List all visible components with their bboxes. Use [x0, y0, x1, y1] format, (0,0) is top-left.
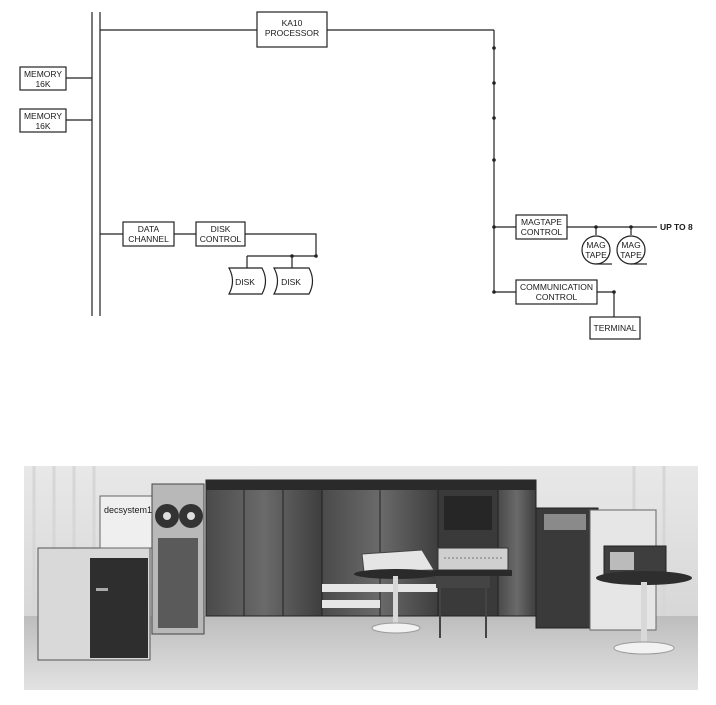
- disk-node: [314, 254, 318, 258]
- disk-node: [290, 254, 294, 258]
- disk-control-line1: DISK: [211, 224, 231, 234]
- processor-cabinet-row: [205, 479, 537, 617]
- memory-1-line1: MEMORY: [24, 69, 62, 79]
- disk-control-block: DISK CONTROL: [195, 221, 246, 247]
- disk-control-line2: CONTROL: [200, 234, 242, 244]
- memory-2-line2: 16K: [35, 121, 50, 131]
- cabinet-brand-text: decsystem10: [104, 505, 157, 515]
- memory-block-2: MEMORY 16K: [19, 108, 67, 133]
- processor-line1: KA10: [282, 18, 303, 28]
- mag-tape-1-line1: MAG: [586, 240, 605, 250]
- system-block-diagram: MEMORY 16K MEMORY 16K KA10 PROCESSOR DAT…: [19, 11, 693, 340]
- terminal-label: TERMINAL: [594, 323, 637, 333]
- processor-block: KA10 PROCESSOR: [256, 11, 328, 48]
- communication-control-block: COMMUNICATION CONTROL: [515, 279, 598, 305]
- operator-console: [432, 547, 512, 638]
- disk-unit-2: DISK: [272, 267, 314, 295]
- io-bus-node: [492, 158, 496, 162]
- mag-tape-unit-1: MAG TAPE: [581, 235, 612, 265]
- memory-block-1: MEMORY 16K: [19, 66, 67, 91]
- disk-control-to-disk-link: [245, 233, 317, 256]
- mag-tape-1-line2: TAPE: [585, 250, 607, 260]
- comm-control-line2: CONTROL: [536, 292, 578, 302]
- disk-unit-1: DISK: [227, 267, 267, 295]
- disk-drive-cabinet: [37, 547, 151, 661]
- data-channel-line1: DATA: [138, 224, 160, 234]
- terminal-block: TERMINAL: [589, 316, 641, 340]
- mag-tape-2-line1: MAG: [621, 240, 640, 250]
- system-photograph: decsystem10: [24, 466, 698, 690]
- memory-2-line1: MEMORY: [24, 111, 62, 121]
- tape-drive-cabinet: decsystem10: [99, 483, 205, 635]
- data-channel-line2: CHANNEL: [128, 234, 169, 244]
- magtape-control-line1: MAGTAPE: [521, 217, 562, 227]
- magtape-control-block: MAGTAPE CONTROL: [515, 214, 568, 240]
- data-channel-block: DATA CHANNEL: [122, 221, 175, 247]
- teletype-terminal: [354, 549, 438, 634]
- comm-control-line1: COMMUNICATION: [520, 282, 593, 292]
- disk-2-label: DISK: [281, 277, 301, 287]
- io-bus-node: [492, 46, 496, 50]
- io-bus-node: [492, 116, 496, 120]
- mag-tape-unit-2: MAG TAPE: [616, 235, 647, 265]
- magtape-control-line2: CONTROL: [521, 227, 563, 237]
- io-bus-node: [492, 81, 496, 85]
- memory-1-line2: 16K: [35, 79, 50, 89]
- card-reader: [596, 545, 692, 655]
- disk-1-label: DISK: [235, 277, 255, 287]
- processor-line2: PROCESSOR: [265, 28, 319, 38]
- up-to-label: UP TO 8: [660, 222, 693, 232]
- mag-tape-2-line2: TAPE: [620, 250, 642, 260]
